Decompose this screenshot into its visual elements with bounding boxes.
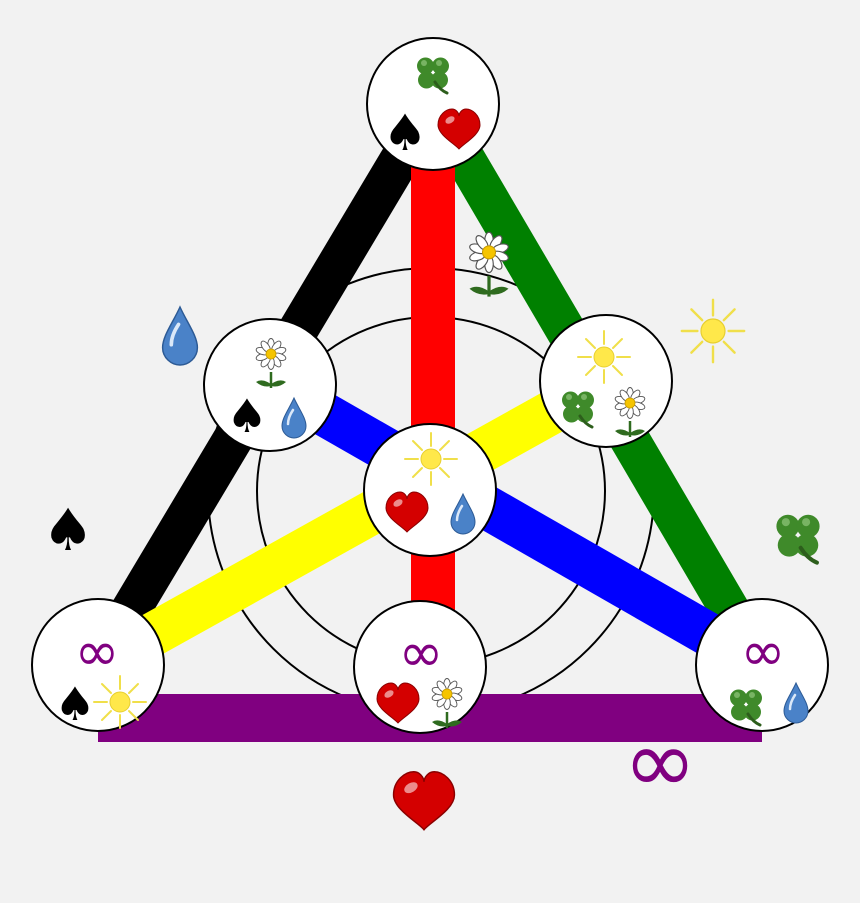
sun-icon (404, 432, 458, 486)
spade-icon: ♠ (54, 677, 95, 731)
spade-icon: ♠ (226, 389, 267, 443)
node-bottom-left (31, 598, 165, 732)
line-yellow (87, 362, 617, 685)
infinity-icon: ∞ (399, 621, 444, 684)
sun-icon (680, 298, 746, 364)
infinity-icon: ∞ (75, 620, 120, 683)
infinity-icon: ∞ (623, 710, 696, 813)
heart-icon (392, 771, 456, 831)
node-upper-right (539, 314, 673, 448)
spade-icon: ♠ (383, 104, 428, 162)
infinity-icon: ∞ (741, 620, 786, 683)
drop-icon (160, 305, 200, 367)
clover-icon (776, 515, 819, 563)
line-blue (259, 363, 773, 685)
sun-icon (93, 675, 147, 729)
spade-icon: ♠ (42, 496, 94, 564)
sun-icon (577, 330, 631, 384)
